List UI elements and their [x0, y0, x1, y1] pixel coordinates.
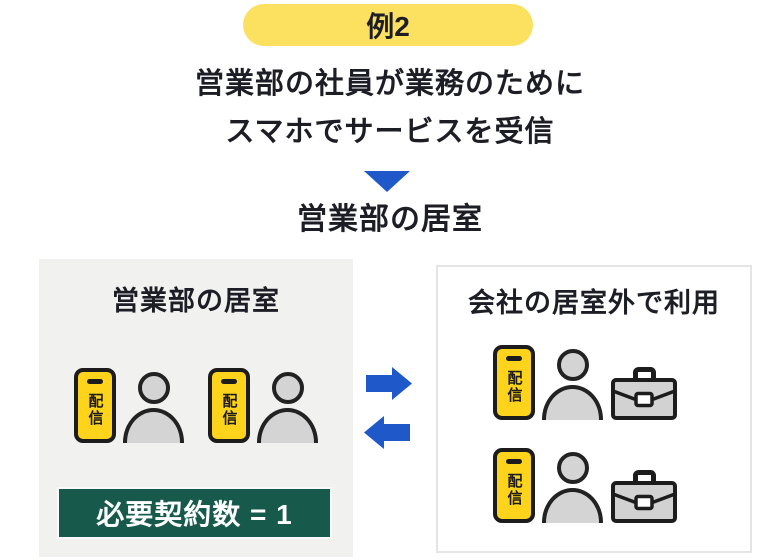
person-head — [556, 349, 589, 381]
phone-label: 配信 — [220, 393, 238, 427]
arrow-right-icon — [366, 367, 412, 405]
smartphone-icon: 配信 — [493, 448, 535, 523]
required-contracts-badge: 必要契約数 = 1 — [57, 487, 332, 539]
person-icon — [123, 368, 184, 443]
phone-label: 配信 — [505, 473, 523, 507]
phone-speaker-bar — [221, 379, 237, 384]
phone-speaker-bar — [506, 356, 522, 361]
scenario-description-line1: 営業部の社員が業務のために — [194, 68, 585, 100]
right-panel-icon-row: 配信 — [493, 448, 677, 523]
person-head — [271, 372, 304, 404]
person-head — [137, 372, 170, 404]
person-body — [542, 488, 603, 523]
smartphone-icon: 配信 — [74, 368, 116, 443]
person-icon — [542, 448, 603, 523]
right-panel-title: 会社の居室外で利用 — [468, 288, 720, 318]
phone-label: 配信 — [505, 370, 523, 404]
person-icon — [257, 368, 318, 443]
person-head — [556, 452, 589, 484]
phone-speaker-bar — [506, 459, 522, 464]
scenario-description: 営業部の社員が業務のために スマホでサービスを受信 — [0, 60, 780, 156]
phone-label: 配信 — [86, 393, 104, 427]
example-badge: 例2 — [243, 4, 533, 46]
briefcase-icon — [611, 367, 677, 420]
outside-office-panel: 会社の居室外で利用 配信 配信 — [436, 265, 752, 553]
arrow-left-icon — [364, 416, 410, 454]
person-body — [257, 408, 318, 443]
example-badge-label: 例2 — [366, 11, 410, 42]
scenario-description-line2: スマホでサービスを受信 — [225, 116, 555, 148]
result-heading: 営業部の居室 — [297, 203, 483, 236]
sales-office-panel: 営業部の居室 配信 配信 必要契約数 = 1 — [39, 259, 353, 557]
person-body — [542, 385, 603, 420]
smartphone-icon: 配信 — [208, 368, 250, 443]
person-body — [123, 408, 184, 443]
right-panel-icon-row: 配信 — [493, 345, 677, 420]
left-panel-title: 営業部の居室 — [112, 286, 280, 316]
required-contracts-label: 必要契約数 = 1 — [96, 499, 293, 530]
phone-speaker-bar — [87, 379, 103, 384]
smartphone-icon: 配信 — [493, 345, 535, 420]
triangle-down-icon — [364, 171, 410, 192]
person-icon — [542, 345, 603, 420]
briefcase-icon — [611, 470, 677, 523]
left-panel-icon-row: 配信 配信 — [74, 368, 318, 443]
